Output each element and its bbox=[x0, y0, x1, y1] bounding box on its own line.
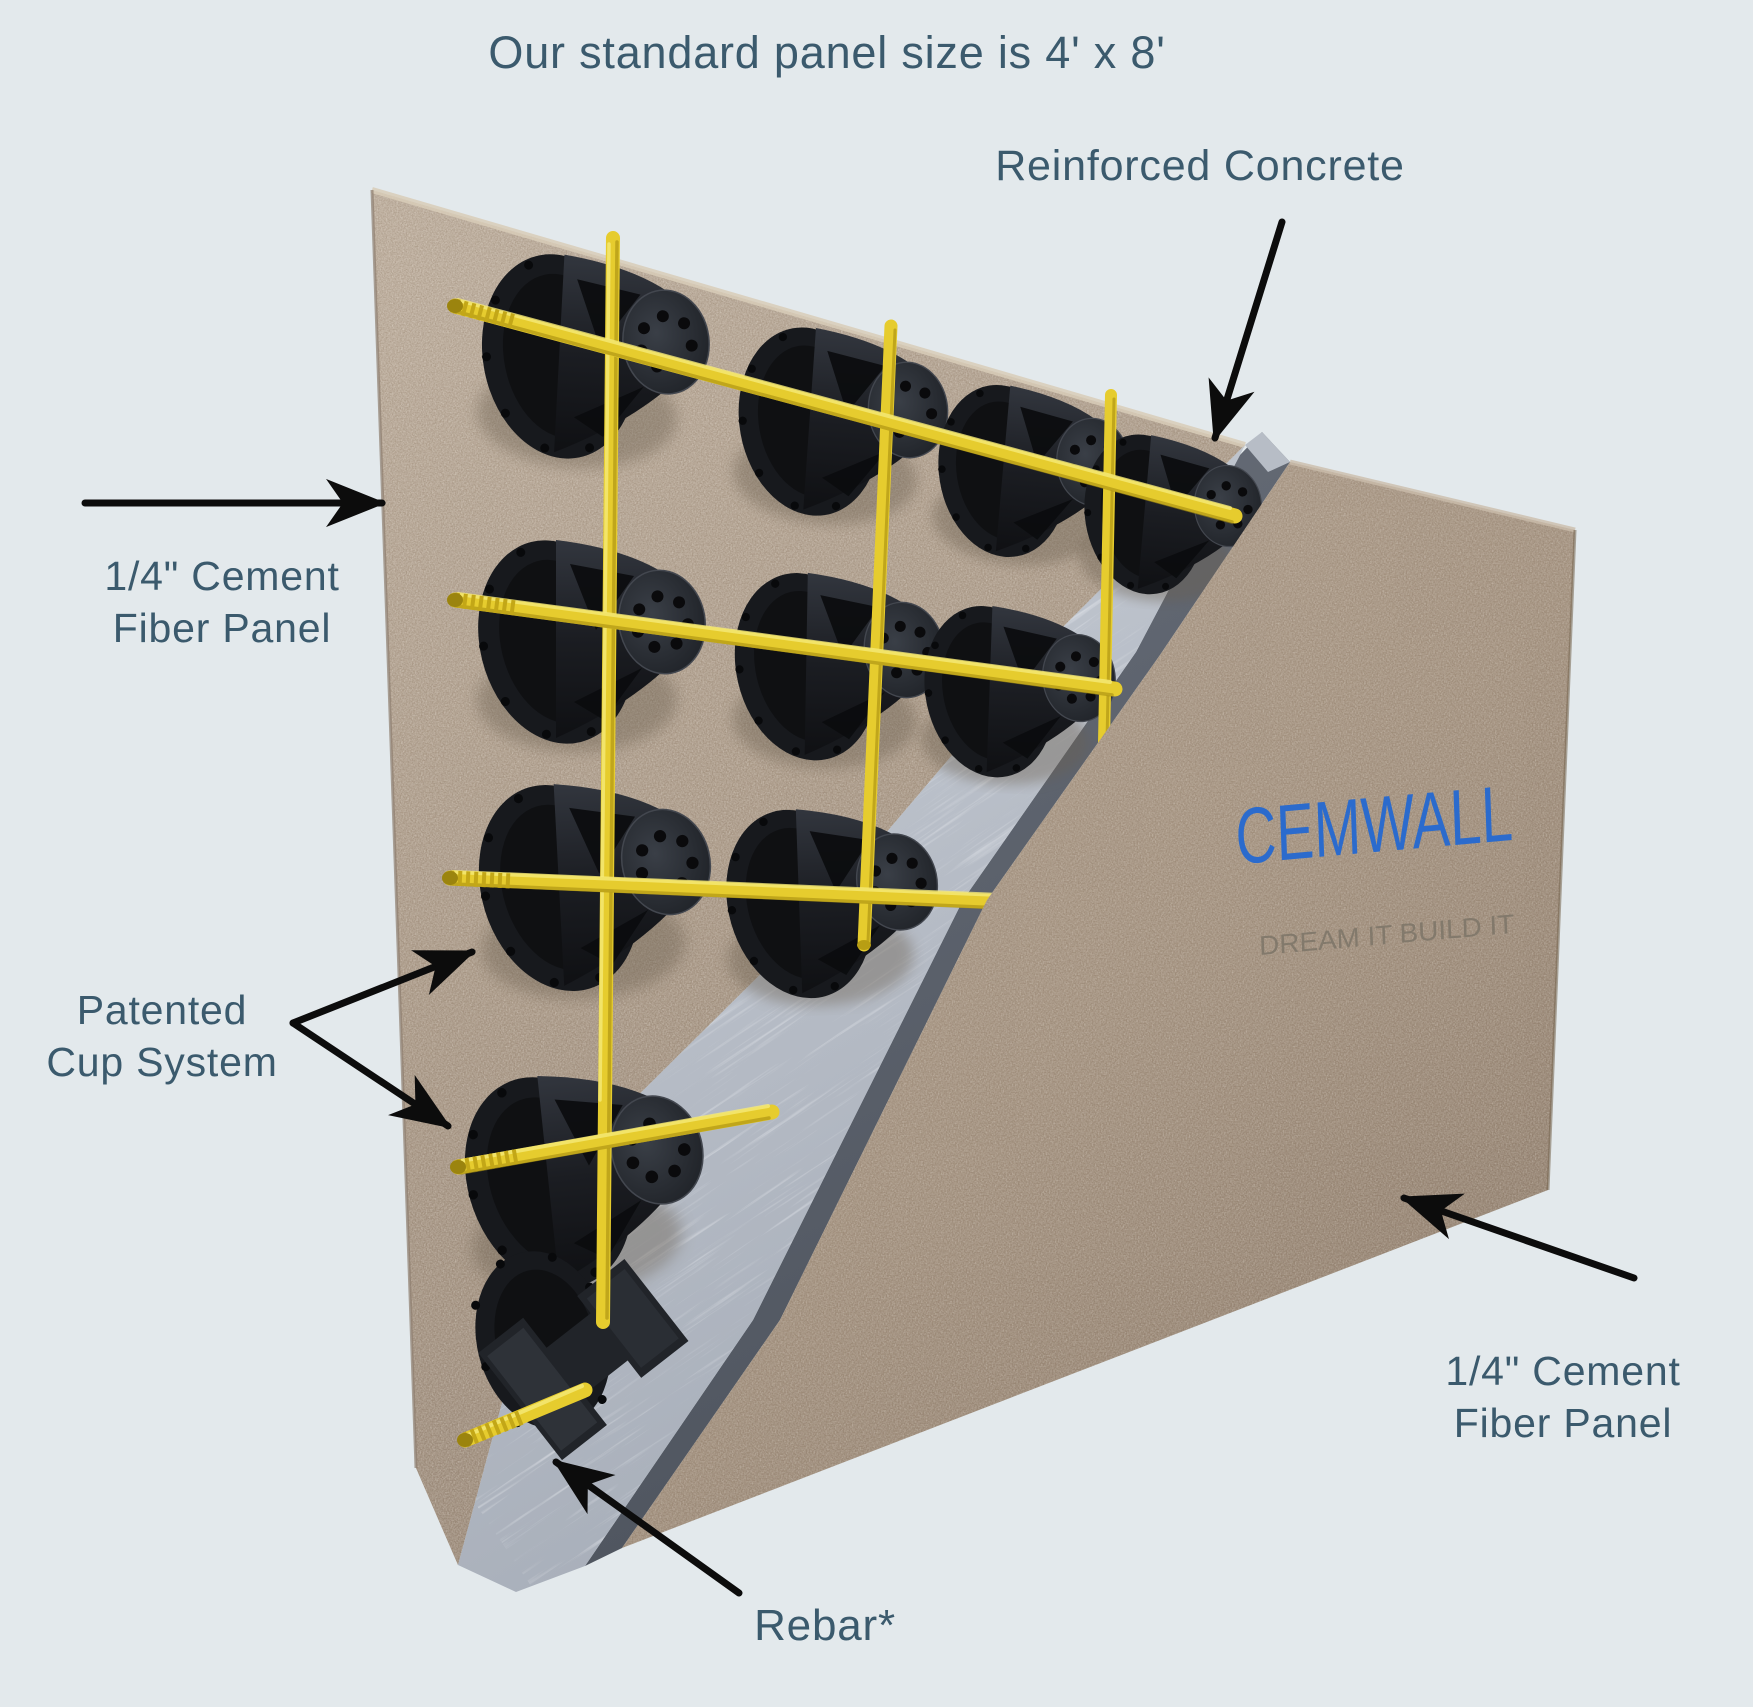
label-left-panel-line2: Fiber Panel bbox=[113, 605, 331, 651]
label-reinforced-concrete: Reinforced Concrete bbox=[995, 142, 1405, 190]
arrow-cup-upper bbox=[289, 948, 476, 1027]
label-right-panel-line1: 1/4" Cement bbox=[1445, 1348, 1680, 1394]
annotations: Our standard panel size is 4' x 8' Reinf… bbox=[46, 27, 1680, 1650]
arrow-rebar bbox=[552, 1458, 743, 1597]
back-panel-top-bevel bbox=[371, 187, 1246, 448]
concrete-apex-cap bbox=[1245, 432, 1290, 472]
concrete-dark-edge bbox=[585, 432, 1290, 1566]
arrow-reinforced-concrete bbox=[1208, 218, 1286, 443]
horizontal-rebar bbox=[442, 298, 1243, 1448]
label-rebar: Rebar* bbox=[754, 1601, 896, 1650]
front-panel-top-bevel bbox=[1289, 459, 1576, 533]
arrow-right-panel bbox=[1400, 1193, 1638, 1282]
arrow-cup-lower bbox=[289, 1019, 452, 1130]
label-cup-line1: Patented bbox=[77, 987, 248, 1033]
diagram-title: Our standard panel size is 4' x 8' bbox=[488, 27, 1165, 78]
label-left-panel-line1: 1/4" Cement bbox=[104, 553, 339, 599]
label-right-panel-line2: Fiber Panel bbox=[1454, 1400, 1672, 1446]
label-cup-line2: Cup System bbox=[46, 1039, 277, 1085]
front-panel-right-edge bbox=[1546, 529, 1577, 1191]
back-panel-left-edge bbox=[370, 189, 418, 1469]
